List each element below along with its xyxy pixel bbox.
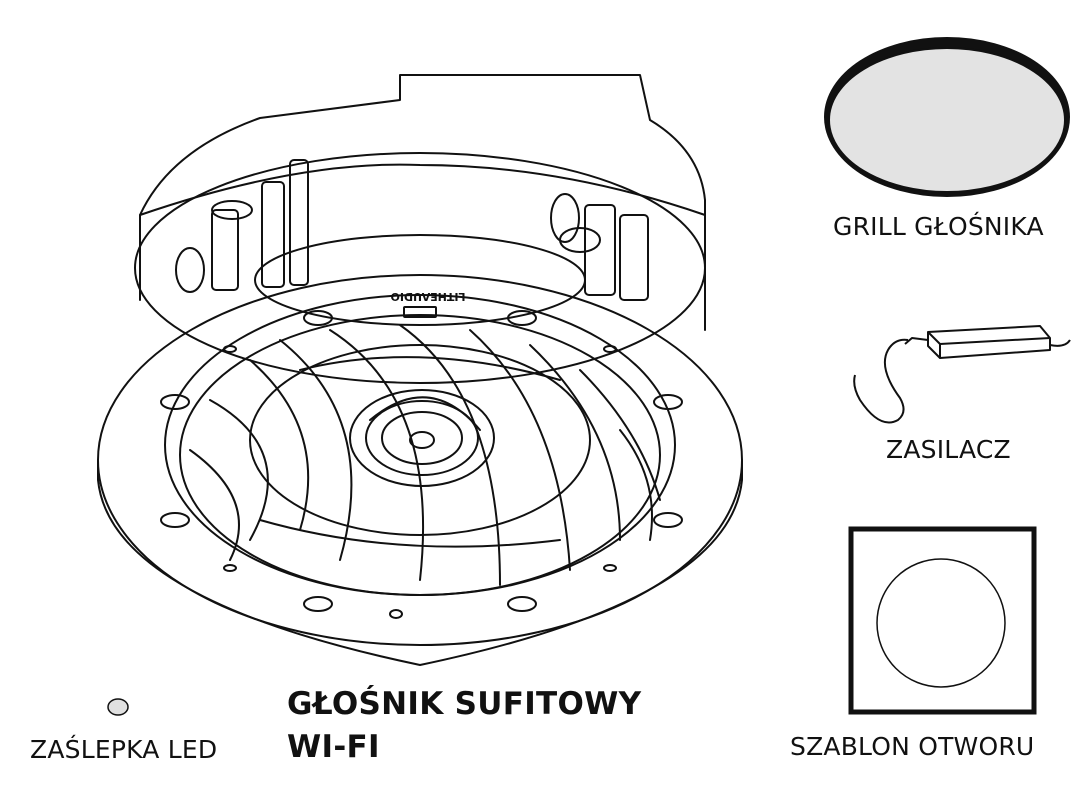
template-label: SZABLON OTWORU [790,732,1035,761]
brand-marking: LITHEAUDIO [390,290,465,303]
led-cap-label: ZAŚLEPKA LED [30,735,218,764]
power-supply-label: ZASILACZ [886,435,1011,464]
product-title-line1: GŁOŚNIK SUFITOWY [287,686,642,722]
product-title-line2: WI-FI [287,729,380,765]
led-cap-shape [107,698,129,716]
grill-label: GRILL GŁOŚNIKA [833,212,1044,241]
template-hole [876,558,1006,688]
